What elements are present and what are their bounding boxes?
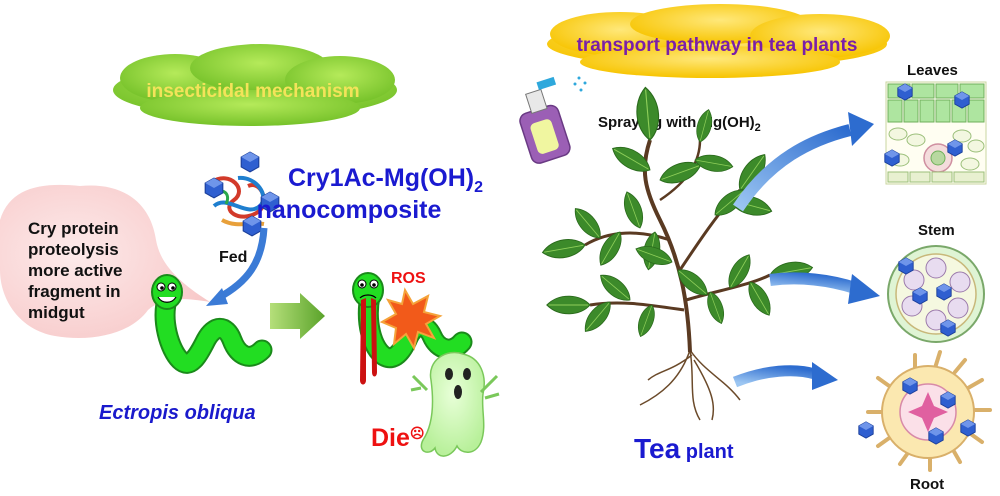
- feeding-arrow: [216, 227, 268, 302]
- feeding-arrow-head: [206, 288, 228, 306]
- leaves-label: Leaves: [907, 62, 958, 79]
- die-label: Die☹: [371, 424, 425, 452]
- nanoparticle-icon: [884, 149, 900, 167]
- compound-label-line2: nanocomposite: [257, 196, 442, 224]
- nanoparticle-icon: [898, 257, 914, 275]
- nanoparticle-icon: [940, 319, 956, 337]
- healthy-worm-icon: [151, 274, 273, 374]
- bubble-line: fragment in: [28, 282, 121, 301]
- nanoparticle-icon: [960, 419, 976, 437]
- sad-face-icon: ☹: [410, 425, 425, 441]
- midgut-bubble-text: Cry protein proteolysis more active frag…: [28, 219, 127, 322]
- nanoparticle-icon: [204, 177, 224, 199]
- ghost-icon: [410, 351, 500, 457]
- tea-plant-icon: [540, 85, 815, 421]
- nanoparticle-icon: [954, 91, 970, 109]
- nanoparticle-icon: [928, 427, 944, 445]
- transition-arrow: [270, 293, 325, 339]
- transport-pathway-label: transport pathway in tea plants: [577, 35, 858, 56]
- root-label: Root: [910, 476, 944, 493]
- nanoparticle-icon: [936, 283, 952, 301]
- arrow-to-root: [732, 365, 817, 388]
- root-cross-section-icon: [866, 350, 992, 472]
- arrow-to-leaves: [733, 124, 852, 212]
- nanoparticle-icon: [897, 83, 913, 101]
- nanoparticle-icon: [912, 287, 928, 305]
- arrow-to-stem: [769, 272, 857, 294]
- fed-label: Fed: [219, 249, 247, 266]
- nanoparticle-icon: [947, 139, 963, 157]
- ros-label: ROS: [391, 270, 426, 287]
- leaf-cross-section-icon: [885, 81, 987, 185]
- bubble-line: more active: [28, 261, 123, 280]
- spray-bottle-icon: [519, 76, 587, 164]
- tea-plant-label: Tea plant: [634, 433, 734, 464]
- bubble-line: proteolysis: [28, 240, 119, 259]
- compound-label-line1: Cry1Ac-Mg(OH)2: [288, 164, 483, 196]
- arrow-to-root-head: [812, 362, 838, 390]
- stem-label: Stem: [918, 222, 955, 239]
- arrow-to-stem-head: [848, 274, 880, 304]
- nanoparticle-icon: [858, 421, 874, 439]
- nanoparticle-icon: [902, 377, 918, 395]
- insecticidal-mechanism-cloud: [113, 44, 397, 126]
- compound-subscript: 2: [474, 179, 483, 196]
- arrow-to-leaves-head: [848, 112, 874, 146]
- species-label: Ectropis obliqua: [99, 402, 256, 424]
- nanoparticle-icon: [940, 391, 956, 409]
- bubble-line: midgut: [28, 303, 85, 322]
- spray-label: Spraying with Mg(OH)2: [598, 114, 761, 134]
- ros-burst-icon: [379, 287, 443, 351]
- transport-pathway-cloud: [547, 4, 890, 78]
- insecticidal-mechanism-label: insecticidal mechanism: [146, 81, 359, 102]
- spray-subscript: 2: [755, 122, 761, 134]
- nanoparticle-icon: [240, 151, 260, 173]
- bubble-line: Cry protein: [28, 219, 119, 238]
